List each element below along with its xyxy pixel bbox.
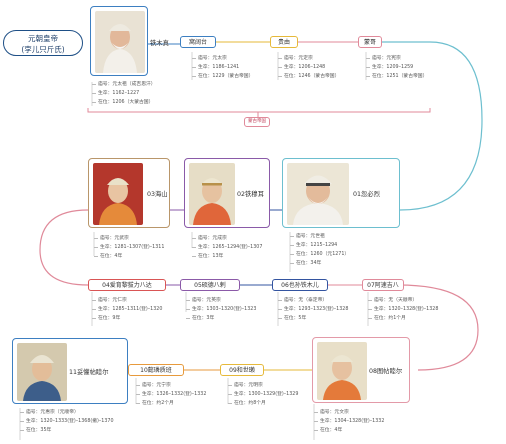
name-tugh: 08图帖睦尔 [369, 368, 403, 375]
info-temujin: 庙号：元太祖（成吉思汗） 生卒：1162–1227 在位：1206（大蒙古国） [92, 82, 156, 105]
zaiwei-temujin: 1206（大蒙古国） [112, 100, 154, 105]
info-haishan: 庙号：元武宗 生卒：1281–1307(登)–1311 在位：4年 [93, 236, 165, 259]
portrait-card-tugh[interactable]: 08图帖睦尔 [312, 337, 410, 403]
portrait-card-toghon[interactable]: 11妥懽帖睦尔 [12, 338, 128, 404]
tag-ogedei[interactable]: 窝阔台 [180, 36, 216, 48]
name-temur: 02铁穆耳 [237, 191, 264, 198]
name-temujin: 铁木真 [150, 40, 169, 47]
title-line2: (孛儿只斤氏) [21, 45, 65, 54]
portrait-card-haishan[interactable]: 03海山 [88, 158, 170, 228]
info-shidebala: 庙号：元英宗 生卒：1303–1320(登)–1323 在位：3年 [185, 298, 257, 321]
tag-ragibagh[interactable]: 07阿速吉八 [362, 279, 404, 291]
portrait-temujin [95, 11, 145, 73]
info-kublai: 庙号：元世祖 生卒：1215–1294 在位：1260（元1271） 在位：34… [289, 234, 350, 266]
name-haishan: 03海山 [147, 191, 168, 198]
title-line1: 元朝皇帝 [28, 34, 58, 43]
portrait-kublai [287, 163, 349, 225]
info-ragibagh: 庙号：无（天顺帝） 生卒：1320–1328(登)–1328 在位：约1个月 [367, 298, 439, 321]
name-kublai: 01忽必烈 [353, 191, 380, 198]
portrait-card-temur[interactable]: 02铁穆耳 [184, 158, 270, 228]
info-tugh: 庙号：元文宗 生卒：1304–1328(登)–1332 在位：4年 [313, 410, 385, 433]
portrait-card-kublai[interactable]: 01忽必烈 [282, 158, 400, 228]
tag-ayurbarwada[interactable]: 04爱育黎拔力八达 [88, 279, 166, 291]
tag-mongke[interactable]: 蒙哥 [358, 36, 382, 48]
note-mongol-empire: 蒙古帝国 [244, 117, 270, 127]
info-khoshila: 庙号：元明宗 生卒：1300–1329(登)–1329 在位：约8个月 [227, 383, 299, 406]
tag-khoshila[interactable]: 09和世瓎 [220, 364, 264, 376]
diagram-title: 元朝皇帝 (孛儿只斤氏) [3, 30, 83, 56]
info-mongke: 庙号：元宪宗 生卒：1209–1259 在位：1251（蒙古帝国） [365, 56, 428, 79]
miaohao-temujin: 元太祖（成吉思汗） [112, 82, 156, 87]
tag-shidebala[interactable]: 05硕德八剌 [180, 279, 240, 291]
tag-guyuk[interactable]: 贵由 [270, 36, 298, 48]
portrait-haishan [93, 163, 143, 225]
name-toghon: 11妥懽帖睦尔 [69, 369, 109, 376]
shengzu-temujin: 1162–1227 [112, 91, 140, 96]
info-temur: 庙号：元成宗 生卒：1265–1294(登)–1307 在位：13年 [191, 236, 263, 259]
portrait-card-temujin[interactable] [90, 6, 148, 76]
info-ogedei: 庙号：元太宗 生卒：1186–1241 在位：1229（蒙古帝国） [191, 56, 254, 79]
info-guyuk: 庙号：元定宗 生卒：1206–1248 在位：1246（蒙古帝国） [277, 56, 340, 79]
info-toghon: 庙号：元惠宗（元顺帝） 生卒：1320–1333(登)–1368(撤)–1370… [20, 410, 114, 433]
info-ayurbarwada: 庙号：元仁宗 生卒：1285–1311(登)–1320 在位：9年 [91, 298, 163, 321]
tag-irinchibal[interactable]: 10懿璘质班 [128, 364, 184, 376]
portrait-toghon [17, 343, 67, 401]
info-yesun: 庙号：无（泰定帝） 生卒：1293–1323(登)–1328 在位：5年 [277, 298, 349, 321]
portrait-tugh [317, 342, 367, 400]
info-irinchibal: 庙号：元宁宗 生卒：1326–1332(登)–1332 在位：约2个月 [135, 383, 207, 406]
portrait-temur [189, 163, 235, 225]
tag-yesun[interactable]: 06也孙铁木儿 [272, 279, 328, 291]
